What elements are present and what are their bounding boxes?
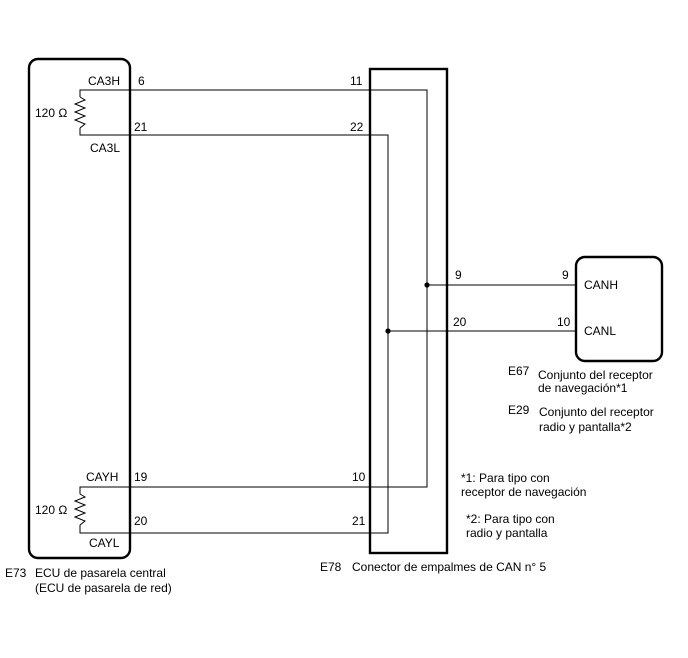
note-2-line-1: *2: Para tipo con bbox=[466, 512, 555, 526]
junction-pin-high-top: 11 bbox=[350, 74, 363, 88]
note-2-line-2: radio y pantalla bbox=[466, 526, 548, 540]
note-1-line-2: receptor de navegación bbox=[461, 485, 586, 499]
receiver-terminal-canh: CANH bbox=[584, 278, 618, 292]
resistor-top-label: 120 Ω bbox=[35, 106, 67, 120]
ecu-name-line-1: ECU de pasarela central bbox=[35, 566, 166, 580]
note-1-line-1: *1: Para tipo con bbox=[461, 471, 550, 485]
receiver-pin-canl: 10 bbox=[557, 315, 571, 329]
ecu-terminal-ca3l: CA3L bbox=[90, 141, 120, 155]
wire-can-low bbox=[79, 128, 389, 534]
junction-pin-low-top: 22 bbox=[350, 120, 364, 134]
ecu-pin-cayh: 19 bbox=[134, 470, 148, 484]
receiver-box bbox=[574, 255, 664, 363]
junction-pin-high-out: 9 bbox=[455, 268, 462, 282]
ecu-code: E73 bbox=[5, 566, 27, 580]
receiver-variant-2-name-line-1: Conjunto del receptor bbox=[539, 405, 654, 419]
ecu-pin-ca3l: 21 bbox=[134, 120, 148, 134]
ecu-terminal-ca3h: CA3H bbox=[88, 74, 120, 88]
junction-pin-low-out: 20 bbox=[453, 315, 467, 329]
ecu-pin-ca3h: 6 bbox=[138, 74, 145, 88]
junction-connector-box bbox=[368, 67, 449, 555]
wire-can-high bbox=[79, 89, 428, 494]
ecu-terminal-cayl: CAYL bbox=[89, 536, 120, 550]
receiver-variant-2-name-line-2: radio y pantalla*2 bbox=[539, 420, 632, 434]
junction-code: E78 bbox=[320, 560, 342, 574]
receiver-variant-2-code: E29 bbox=[508, 403, 530, 417]
resistor-bottom-label: 120 Ω bbox=[35, 503, 67, 517]
receiver-terminal-canl: CANL bbox=[584, 324, 616, 338]
splice-point-low bbox=[385, 328, 391, 334]
ecu-name-line-2: (ECU de pasarela de red) bbox=[35, 581, 172, 595]
receiver-variant-1-name-line-2: de navegación*1 bbox=[538, 381, 628, 395]
junction-name: Conector de empalmes de CAN n° 5 bbox=[352, 560, 547, 574]
ecu-pin-cayl: 20 bbox=[134, 514, 148, 528]
junction-pin-low-bottom: 21 bbox=[352, 514, 366, 528]
ecu-box bbox=[27, 57, 132, 560]
resistor-top-symbol bbox=[73, 96, 87, 129]
receiver-variant-1-code: E67 bbox=[508, 364, 530, 378]
junction-pin-high-bottom: 10 bbox=[352, 470, 366, 484]
splice-point-high bbox=[424, 282, 430, 288]
ecu-terminal-cayh: CAYH bbox=[86, 470, 118, 484]
receiver-variant-1-name-line-1: Conjunto del receptor bbox=[538, 368, 653, 382]
receiver-pin-canh: 9 bbox=[562, 268, 569, 282]
resistor-bottom-symbol bbox=[73, 493, 87, 526]
